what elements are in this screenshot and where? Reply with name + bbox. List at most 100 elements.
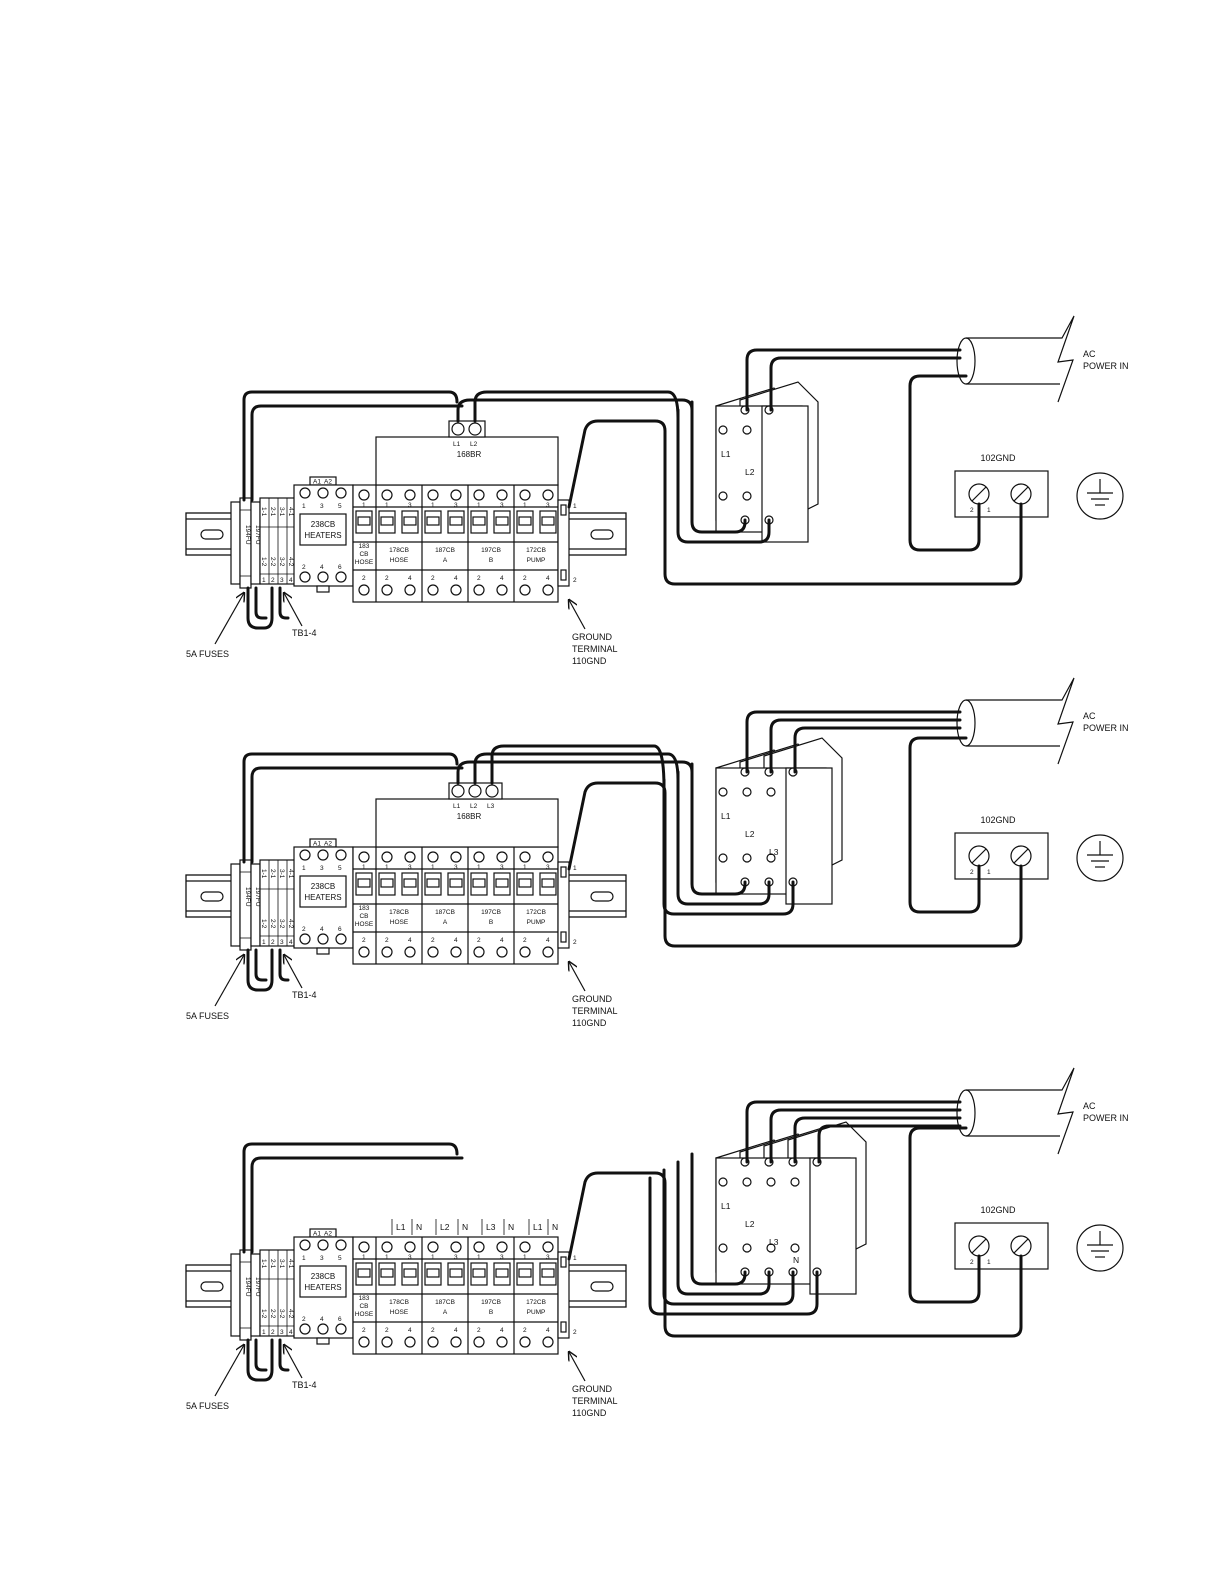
svg-text:2: 2: [573, 939, 577, 946]
wiring-panel-1: 194FU 197FU 1-1 2-1 3-1 4-1 1-2 2-2 3-2 …: [185, 315, 1129, 666]
svg-text:1: 1: [385, 864, 389, 871]
svg-text:4: 4: [454, 1327, 458, 1334]
svg-text:187CB: 187CB: [435, 1299, 455, 1306]
svg-text:POWER IN: POWER IN: [1083, 723, 1129, 733]
svg-text:4: 4: [408, 937, 412, 944]
svg-text:1: 1: [431, 502, 435, 509]
fuses-label: 5A FUSES: [186, 1011, 229, 1021]
svg-text:2: 2: [302, 926, 306, 933]
svg-text:HEATERS: HEATERS: [304, 893, 341, 902]
svg-text:4: 4: [408, 1327, 412, 1334]
svg-text:2: 2: [271, 577, 275, 584]
contactor-238cb: A1 A2 1 3 5 238CB HEATERS 2 4 6: [293, 838, 354, 955]
svg-text:3: 3: [546, 1254, 550, 1261]
svg-text:L1: L1: [721, 449, 731, 459]
earth-ground-icon: [1076, 834, 1124, 882]
svg-text:238CB: 238CB: [311, 882, 335, 891]
svg-text:L2: L2: [470, 441, 478, 448]
wiring-panel-2: 194FU 197FU 1-1 2-1 3-1 4-1 1-2 2-2 3-2 …: [185, 677, 1129, 1028]
svg-text:1: 1: [385, 1254, 389, 1261]
svg-text:1: 1: [262, 577, 266, 584]
svg-text:2: 2: [970, 507, 974, 514]
svg-text:2: 2: [362, 575, 366, 582]
svg-text:HOSE: HOSE: [390, 919, 409, 926]
svg-text:TERMINAL: TERMINAL: [572, 1396, 618, 1406]
svg-text:3: 3: [546, 502, 550, 509]
svg-text:L1: L1: [721, 1201, 731, 1211]
svg-text:1: 1: [362, 502, 366, 509]
svg-text:GROUND: GROUND: [572, 994, 612, 1004]
svg-text:5: 5: [338, 503, 342, 510]
svg-text:GROUND: GROUND: [572, 1384, 612, 1394]
svg-text:1-2: 1-2: [260, 557, 267, 567]
svg-text:4: 4: [454, 575, 458, 582]
svg-text:1: 1: [987, 507, 991, 514]
svg-text:2: 2: [477, 1327, 481, 1334]
svg-text:3-2: 3-2: [278, 919, 285, 929]
svg-text:3: 3: [500, 502, 504, 509]
svg-text:2: 2: [523, 1327, 527, 1334]
svg-text:172CB: 172CB: [526, 909, 546, 916]
svg-text:183: 183: [359, 905, 370, 912]
svg-text:1: 1: [302, 1255, 306, 1262]
fuses-label: 5A FUSES: [186, 1401, 229, 1411]
svg-text:6: 6: [338, 926, 342, 933]
svg-text:1: 1: [262, 1329, 266, 1336]
ac-cable: [966, 677, 1075, 765]
svg-text:N: N: [793, 1255, 799, 1265]
svg-text:172CB: 172CB: [526, 1299, 546, 1306]
svg-text:4-1: 4-1: [287, 1259, 294, 1269]
svg-text:178CB: 178CB: [389, 909, 409, 916]
svg-text:183: 183: [359, 1295, 370, 1302]
svg-text:4: 4: [454, 937, 458, 944]
svg-text:3-2: 3-2: [278, 1309, 285, 1319]
svg-text:238CB: 238CB: [311, 1272, 335, 1281]
svg-text:168BR: 168BR: [457, 450, 482, 459]
svg-text:HOSE: HOSE: [390, 557, 409, 564]
svg-text:168BR: 168BR: [457, 812, 482, 821]
svg-text:L2: L2: [745, 829, 755, 839]
svg-text:4: 4: [500, 937, 504, 944]
svg-text:197CB: 197CB: [481, 909, 501, 916]
svg-text:PUMP: PUMP: [527, 1309, 546, 1316]
svg-text:3: 3: [320, 1255, 324, 1262]
svg-text:197FU: 197FU: [254, 1277, 261, 1297]
tb-label: TB1-4: [292, 990, 317, 1000]
fuse-holders: 194FU 197FU: [230, 497, 261, 589]
svg-text:L1: L1: [721, 811, 731, 821]
svg-text:AC: AC: [1083, 349, 1096, 359]
svg-text:POWER IN: POWER IN: [1083, 361, 1129, 371]
svg-text:A1: A1: [313, 479, 321, 486]
svg-text:AC: AC: [1083, 711, 1096, 721]
svg-text:2: 2: [271, 1329, 275, 1336]
svg-text:N: N: [508, 1222, 514, 1232]
svg-text:6: 6: [338, 1316, 342, 1323]
svg-text:1: 1: [477, 502, 481, 509]
svg-text:178CB: 178CB: [389, 1299, 409, 1306]
svg-text:197FU: 197FU: [254, 887, 261, 907]
svg-text:4: 4: [289, 577, 293, 584]
svg-text:4-2: 4-2: [287, 1309, 294, 1319]
svg-text:197CB: 197CB: [481, 547, 501, 554]
svg-text:HOSE: HOSE: [355, 1311, 374, 1318]
contactor-238cb: A1 A2 1 3 5 238CB HEATERS 2 4 6: [293, 476, 354, 593]
svg-text:1: 1: [362, 1254, 366, 1261]
svg-text:194FU: 194FU: [244, 1277, 251, 1297]
svg-text:PUMP: PUMP: [527, 557, 546, 564]
ground-block-102gnd: 102GND 2 1: [954, 453, 1049, 518]
svg-text:2: 2: [573, 1329, 577, 1336]
svg-text:L1: L1: [453, 803, 461, 810]
svg-text:1: 1: [987, 869, 991, 876]
svg-text:B: B: [489, 1309, 493, 1316]
svg-text:L2: L2: [440, 1222, 450, 1232]
ground-terminal: 1 2: [557, 499, 577, 587]
svg-text:3: 3: [320, 503, 324, 510]
svg-text:3-1: 3-1: [278, 507, 285, 517]
svg-text:1: 1: [362, 864, 366, 871]
svg-text:AC: AC: [1083, 1101, 1096, 1111]
svg-text:183: 183: [359, 543, 370, 550]
svg-text:3: 3: [408, 864, 412, 871]
